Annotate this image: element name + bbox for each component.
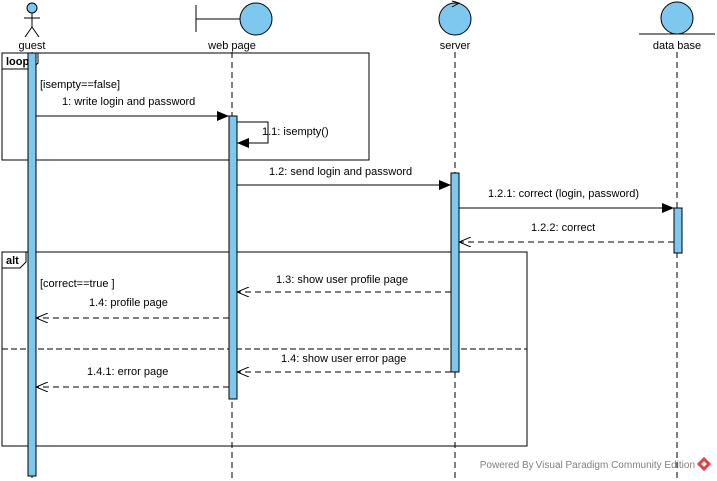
activation-server[interactable] bbox=[450, 172, 460, 373]
lifeline-label-guest: guest bbox=[19, 40, 46, 52]
message-label-1-3: 1.3: show user profile page bbox=[276, 274, 408, 286]
message-label-1-4-error: 1.4: show user error page bbox=[281, 353, 406, 365]
control-icon[interactable] bbox=[438, 0, 472, 36]
message-label-1-4: 1.4: profile page bbox=[89, 297, 168, 309]
watermark-text: Powered By Visual Paradigm Community Edi… bbox=[480, 460, 695, 471]
lifeline-label-data-base: data base bbox=[653, 40, 701, 52]
visual-paradigm-logo-icon bbox=[696, 456, 712, 472]
boundary-icon[interactable] bbox=[195, 2, 273, 36]
message-label-1-2-2: 1.2.2: correct bbox=[531, 222, 595, 234]
alt-frame-tab bbox=[1, 251, 27, 269]
activation-guest[interactable] bbox=[27, 52, 37, 477]
loop-operator: loop bbox=[6, 56, 29, 68]
lifeline-label-web-page: web page bbox=[207, 40, 256, 52]
alt-operator: alt bbox=[6, 255, 19, 267]
activation-web-page[interactable] bbox=[228, 115, 238, 400]
message-label-1: 1: write login and password bbox=[62, 96, 195, 108]
entity-icon[interactable] bbox=[639, 1, 715, 35]
alt-guard: [correct==true ] bbox=[40, 278, 115, 290]
message-label-1-1: 1.1: isempty() bbox=[262, 126, 329, 138]
loop-guard: [isempty==false] bbox=[40, 79, 120, 91]
actor-icon[interactable] bbox=[24, 2, 40, 38]
lifeline-label-server: server bbox=[440, 40, 471, 52]
message-label-1-4-1: 1.4.1: error page bbox=[87, 366, 168, 378]
message-label-1-2: 1.2: send login and password bbox=[269, 166, 412, 178]
loop-frame[interactable] bbox=[1, 52, 370, 161]
activation-data-base[interactable] bbox=[673, 207, 683, 254]
message-label-1-2-1: 1.2.1: correct (login, password) bbox=[488, 188, 639, 200]
message-arrow-1-1[interactable] bbox=[237, 121, 269, 148]
